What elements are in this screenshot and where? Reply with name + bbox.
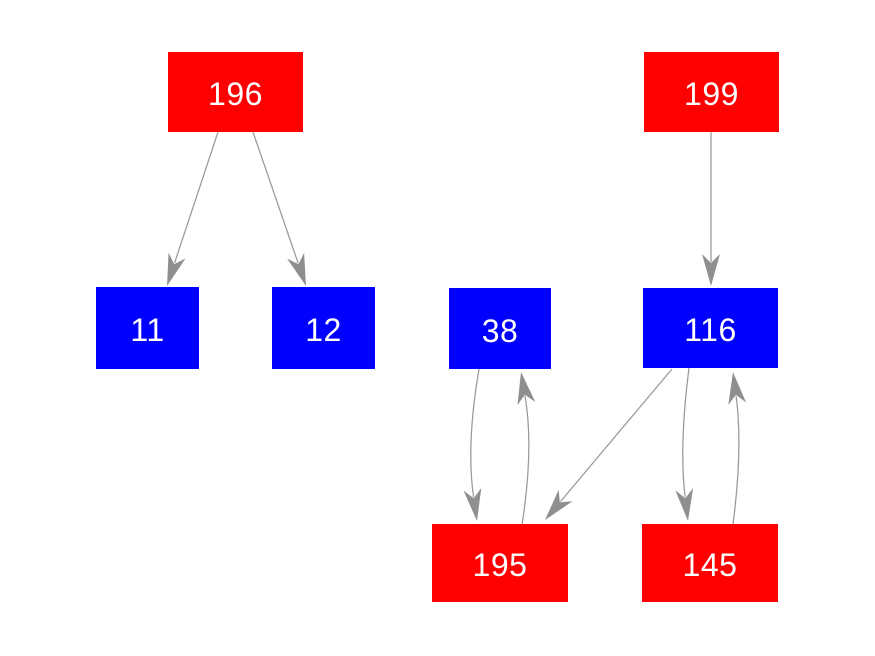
arrowhead-116-195 <box>545 489 573 520</box>
node-145-label: 145 <box>682 547 738 583</box>
edge-116-195 <box>559 368 673 503</box>
edge-195-38 <box>521 395 530 526</box>
node-195: 195 <box>432 524 568 602</box>
node-116-label: 116 <box>684 312 737 348</box>
arrowhead-145-116 <box>728 372 747 405</box>
arrowhead-116-145 <box>675 488 694 521</box>
node-145: 145 <box>642 524 778 602</box>
node-38: 38 <box>449 288 551 369</box>
node-11: 11 <box>96 287 199 369</box>
arrowhead-199-116 <box>702 254 720 286</box>
arrowhead-196-11 <box>167 252 186 286</box>
node-199-label: 199 <box>684 76 739 112</box>
node-196-label: 196 <box>208 76 263 112</box>
node-195-label: 195 <box>472 547 528 583</box>
edge-145-116 <box>732 395 740 525</box>
arrowhead-196-12 <box>287 252 306 286</box>
node-196: 196 <box>168 52 303 132</box>
node-12-label: 12 <box>305 312 342 348</box>
node-38-label: 38 <box>481 312 519 349</box>
node-12: 12 <box>272 287 375 369</box>
arrowhead-195-38 <box>517 372 536 405</box>
node-11-label: 11 <box>130 312 165 348</box>
arrowhead-38-195 <box>463 488 482 521</box>
edge-38-195 <box>470 368 480 498</box>
edge-196-12 <box>252 131 299 264</box>
node-116: 116 <box>643 288 778 368</box>
edge-116-145 <box>682 367 690 498</box>
node-199: 199 <box>644 52 779 132</box>
edge-196-11 <box>173 131 219 264</box>
